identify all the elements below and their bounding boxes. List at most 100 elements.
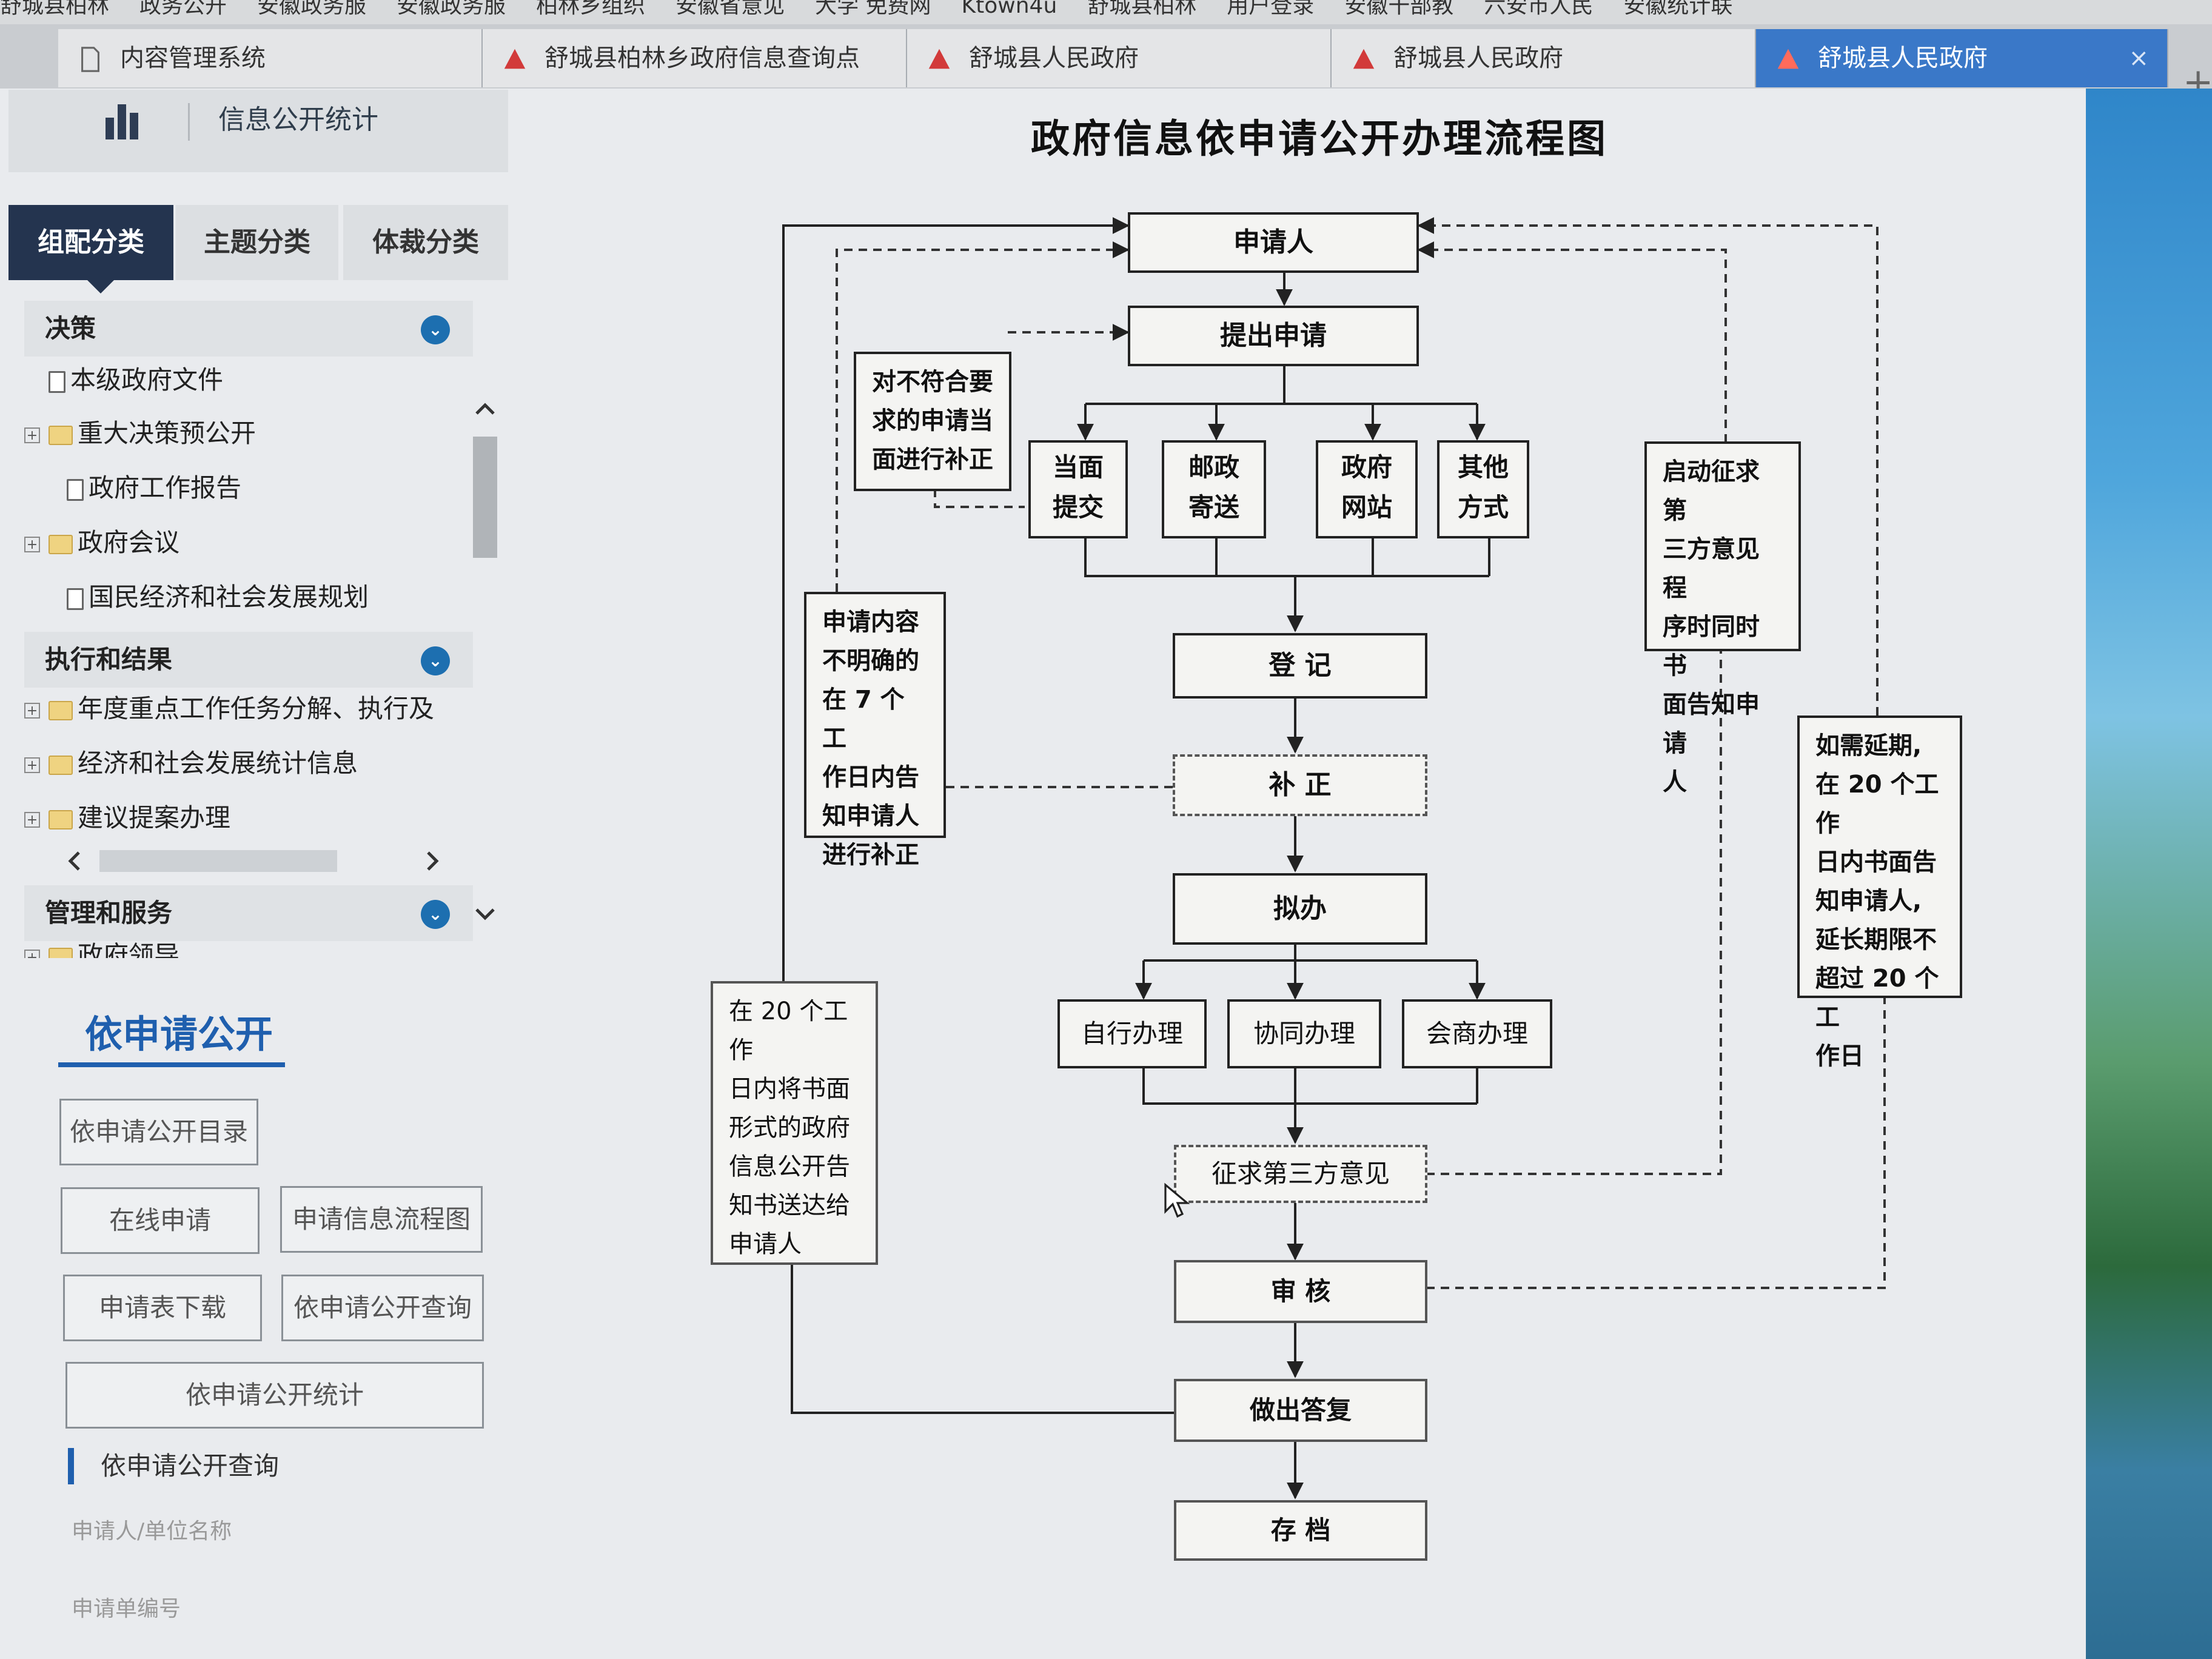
- expand-icon[interactable]: +: [24, 702, 40, 719]
- tree-item-label: 国民经济和社会发展规划: [89, 582, 369, 612]
- flowchart-title: 政府信息依申请公开办理流程图: [1031, 117, 1608, 162]
- note-line: 知书送达给: [729, 1191, 850, 1219]
- tree-item[interactable]: +年度重点工作任务分解、执行及: [24, 688, 434, 730]
- chevron-down-icon[interactable]: ⌄: [421, 900, 450, 929]
- node-third-party: 征求第三方意见: [1174, 1145, 1427, 1203]
- scroll-up-icon[interactable]: [475, 403, 495, 415]
- tree-item-label: 建议提案办理: [78, 803, 231, 833]
- note-third-party-notice: 启动征求第三方意见程序时同时书面告知申请人: [1644, 441, 1801, 796]
- tab-content-management[interactable]: 内容管理系统: [58, 29, 483, 87]
- request-stats-button[interactable]: 依申请公开统计: [65, 1362, 484, 1429]
- node-line: 网站: [1341, 492, 1392, 522]
- note-line: 信息公开告: [729, 1153, 850, 1181]
- node-line: 邮政: [1188, 452, 1239, 482]
- node-applicant: 申请人: [1128, 212, 1419, 273]
- stat-header[interactable]: 信息公开统计: [8, 90, 508, 172]
- tree-item[interactable]: + 政府领导: [24, 937, 179, 958]
- note-unclear-request: 申请内容不明确的在 7 个工作日内告知申请人进行补正: [804, 592, 946, 869]
- tab-label: 舒城县人民政府: [1818, 44, 1988, 72]
- scroll-thumb[interactable]: [99, 850, 337, 872]
- note-line: 延长期限不: [1815, 926, 1937, 954]
- tree-vertical-scrollbar[interactable]: [472, 364, 498, 922]
- folder-icon: [49, 947, 73, 958]
- note-line: 人: [1663, 768, 1687, 796]
- request-catalog-button[interactable]: 依申请公开目录: [59, 1099, 258, 1165]
- tree-item[interactable]: +重大决策预公开: [24, 412, 256, 455]
- tree-item[interactable]: 国民经济和社会发展规划: [67, 576, 369, 618]
- folder-icon: [49, 425, 73, 445]
- tree-horizontal-scrollbar[interactable]: [61, 848, 449, 874]
- tab-county-gov-1[interactable]: 舒城县人民政府: [907, 29, 1332, 87]
- request-query-button[interactable]: 依申请公开查询: [281, 1275, 484, 1341]
- node-channel-other: 其他方式: [1437, 440, 1529, 538]
- scroll-down-icon[interactable]: [475, 908, 495, 920]
- divider: [188, 103, 190, 141]
- note-line: 进行补正: [822, 841, 919, 869]
- section-decision[interactable]: 决策 ⌄: [24, 301, 473, 357]
- tree-item[interactable]: + 经济和社会发展统计信息: [24, 742, 358, 785]
- section-title: 决策: [45, 313, 96, 343]
- tab-info-query[interactable]: 舒城县柏林乡政府信息查询点: [483, 29, 907, 87]
- tab-county-gov-active[interactable]: 舒城县人民政府 ×: [1756, 29, 2168, 87]
- note-line: 求的申请当: [872, 407, 993, 435]
- scroll-thumb[interactable]: [473, 437, 497, 558]
- flowchart-button[interactable]: 申请信息流程图: [280, 1186, 483, 1253]
- node-line: 方式: [1457, 492, 1509, 522]
- note-line: 知申请人: [822, 802, 919, 830]
- flowchart-connectors: [782, 217, 1886, 1500]
- close-tab-icon[interactable]: ×: [2128, 44, 2149, 72]
- application-number-input[interactable]: 申请单编号: [72, 1597, 181, 1621]
- tree-item[interactable]: + 建议提案办理: [24, 797, 230, 839]
- document-icon: [67, 478, 84, 501]
- note-line: 知申请人,: [1815, 887, 1922, 915]
- node-review: 审 核: [1174, 1260, 1427, 1323]
- query-section-label: 依申请公开查询: [68, 1448, 279, 1484]
- expand-icon[interactable]: +: [24, 811, 40, 828]
- expand-icon[interactable]: +: [24, 757, 40, 773]
- section-title: 管理和服务: [45, 898, 173, 928]
- form-download-button[interactable]: 申请表下载: [63, 1275, 262, 1341]
- tab-cat-genre[interactable]: 体裁分类: [343, 205, 508, 280]
- tree-item[interactable]: 政府工作报告: [67, 467, 241, 509]
- note-line: 面进行补正: [872, 446, 993, 474]
- online-apply-button[interactable]: 在线申请: [61, 1187, 260, 1254]
- note-line: 序时同时书: [1663, 613, 1760, 680]
- scroll-right-icon[interactable]: [427, 851, 439, 871]
- note-line: 不明确的: [822, 647, 919, 675]
- stat-title: 信息公开统计: [218, 104, 378, 135]
- section-execution[interactable]: 执行和结果 ⌄: [24, 632, 473, 688]
- note-line: 在 7 个工: [822, 686, 905, 752]
- node-register: 登 记: [1173, 633, 1427, 699]
- note-extension: 如需延期,在 20 个工作日内书面告知申请人,延长期限不超过 20 个工作日: [1797, 716, 1962, 1070]
- expand-icon[interactable]: +: [24, 427, 40, 443]
- folder-icon: [49, 755, 73, 775]
- tree-item-label: 政府领导: [78, 940, 180, 958]
- applicant-name-input[interactable]: 申请人/单位名称: [72, 1519, 232, 1544]
- tab-county-gov-2[interactable]: 舒城县人民政府: [1332, 29, 1756, 87]
- request-section-title: 依申请公开: [58, 1004, 285, 1067]
- tree-item[interactable]: 本级政府文件: [49, 359, 223, 401]
- tree-item[interactable]: +政府会议: [24, 521, 179, 564]
- expand-icon[interactable]: +: [24, 949, 40, 958]
- node-line: 政府: [1341, 452, 1392, 482]
- tree-item-label: 经济和社会发展统计信息: [78, 748, 358, 778]
- node-draft: 拟办: [1173, 873, 1427, 945]
- tree-item-label: 政府工作报告: [89, 473, 242, 503]
- note-line: 面告知申请: [1663, 691, 1760, 757]
- chevron-down-icon[interactable]: ⌄: [421, 646, 450, 675]
- document-icon: [67, 588, 84, 610]
- expand-icon[interactable]: +: [24, 536, 40, 552]
- note-line: 作日内告: [822, 763, 919, 791]
- chevron-down-icon[interactable]: ⌄: [421, 315, 450, 344]
- tab-cat-topic[interactable]: 主题分类: [176, 205, 338, 280]
- section-management[interactable]: 管理和服务 ⌄: [24, 885, 473, 941]
- node-submit: 提出申请: [1128, 306, 1419, 366]
- node-line: 寄送: [1188, 492, 1239, 522]
- tree-item-label: 本级政府文件: [70, 365, 224, 395]
- background-photo: [2086, 89, 2212, 1659]
- scroll-left-icon[interactable]: [68, 851, 80, 871]
- tab-label: 舒城县人民政府: [969, 44, 1139, 72]
- tab-cat-group[interactable]: 组配分类: [8, 205, 173, 293]
- note-line: 形式的政府: [729, 1114, 850, 1142]
